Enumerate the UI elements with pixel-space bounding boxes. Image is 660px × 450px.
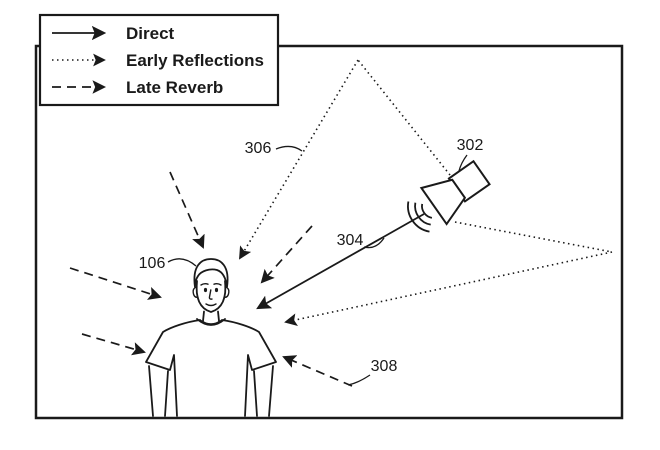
person-mouth (205, 303, 217, 307)
person-neck-right (217, 310, 220, 322)
person-neck-left (202, 310, 205, 322)
person-nose (208, 289, 213, 300)
early-reflection-wall-back-arrow (284, 251, 613, 326)
leader-line-304 (363, 237, 385, 249)
person-right-ear (223, 286, 230, 299)
person-right-eyebrow (213, 282, 222, 286)
late-reverb-arrow-top-left (169, 171, 205, 249)
label-speaker-302: 302 (457, 137, 484, 172)
person-shirt-right (221, 319, 277, 417)
legend: Direct Early Reflections Late Reverb (38, 13, 280, 107)
person-left-ear (192, 286, 199, 299)
speaker-soundwave-arcs (407, 201, 433, 233)
person-left-arm-outer (148, 365, 154, 417)
late-reverb-arrow-left (69, 267, 162, 300)
leader-line-306 (275, 145, 303, 152)
leader-line-302 (458, 154, 468, 172)
speaker-icon (407, 159, 491, 233)
person-left-eyebrow (200, 282, 209, 286)
legend-item-direct: Direct (52, 24, 175, 43)
direct-path-arrow (256, 213, 425, 310)
label-late-reverb-308: 308 (347, 358, 398, 386)
label-early-reflections-306: 306 (245, 140, 303, 157)
leader-line-308 (347, 374, 371, 386)
person-right-eye (214, 287, 219, 293)
leader-line-106 (167, 258, 197, 267)
label-person-106: 106 (139, 255, 197, 272)
ref-numeral-308: 308 (371, 358, 398, 375)
person-hair (193, 258, 229, 288)
ref-numeral-302: 302 (457, 137, 484, 154)
early-reflection-ceiling-down-arrow (239, 59, 359, 260)
ref-numeral-304: 304 (337, 232, 364, 249)
person-right-arm-inner (253, 370, 258, 417)
person-collar-inner (199, 319, 223, 325)
person-right-arm-outer (268, 365, 274, 417)
ref-numeral-306: 306 (245, 140, 272, 157)
legend-label-late-reverb: Late Reverb (126, 78, 223, 97)
person-left-eye (203, 287, 208, 293)
person-figure (145, 258, 277, 417)
late-reverb-arrows (69, 171, 353, 387)
person-shirt-left (145, 319, 201, 417)
ref-numeral-106: 106 (139, 255, 166, 272)
label-direct-304: 304 (337, 232, 385, 249)
person-left-arm-inner (164, 370, 169, 417)
legend-label-direct: Direct (126, 24, 175, 43)
legend-box (38, 13, 280, 107)
legend-item-early-reflections: Early Reflections (52, 51, 264, 70)
late-reverb-arrow-bottom-right (282, 355, 353, 387)
speaker-cone (419, 178, 467, 226)
late-reverb-arrow-bottom-left (81, 333, 146, 356)
person-face (195, 280, 227, 313)
legend-label-early-reflections: Early Reflections (126, 51, 264, 70)
legend-item-late-reverb: Late Reverb (52, 78, 223, 97)
early-reflections-paths (239, 59, 613, 326)
late-reverb-arrow-top-right (260, 225, 313, 284)
